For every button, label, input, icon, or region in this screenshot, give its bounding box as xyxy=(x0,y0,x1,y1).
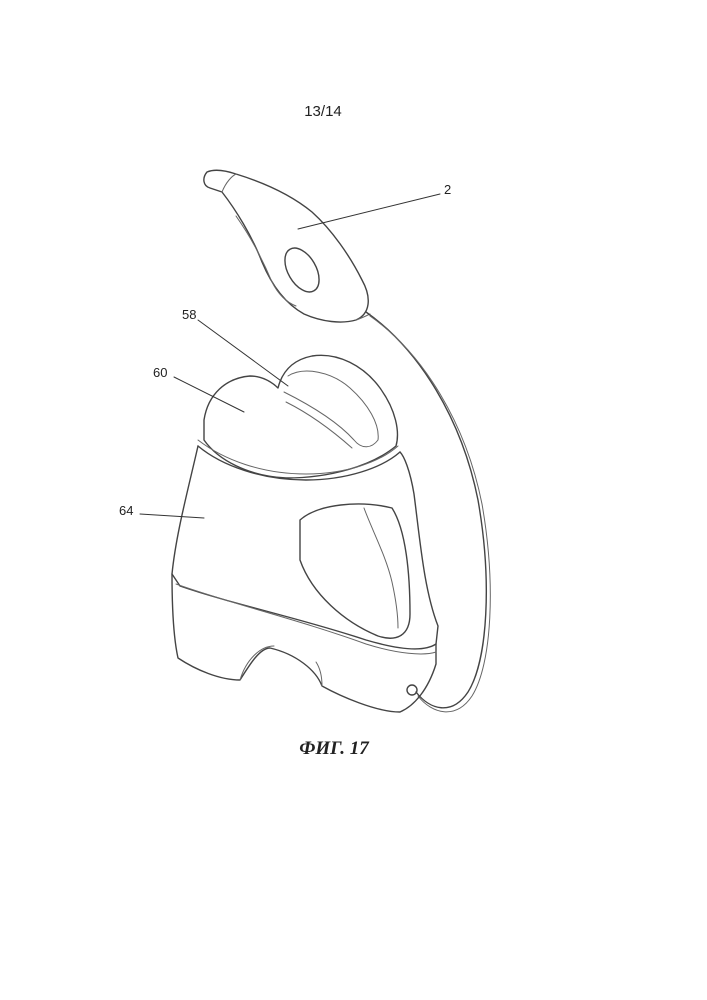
leader-60 xyxy=(174,377,244,412)
leader-2 xyxy=(298,194,440,229)
figure-caption: ФИГ. 17 xyxy=(0,738,668,760)
power-cable xyxy=(366,312,490,712)
reference-label-body: 64 xyxy=(119,503,133,518)
reference-label-handpiece: 2 xyxy=(444,182,451,197)
handpiece xyxy=(204,170,370,322)
base-station xyxy=(172,355,438,712)
reference-label-recess: 58 xyxy=(182,307,196,322)
reference-label-lid: 60 xyxy=(153,365,167,380)
leader-58 xyxy=(198,320,288,386)
leader-64 xyxy=(140,514,204,518)
